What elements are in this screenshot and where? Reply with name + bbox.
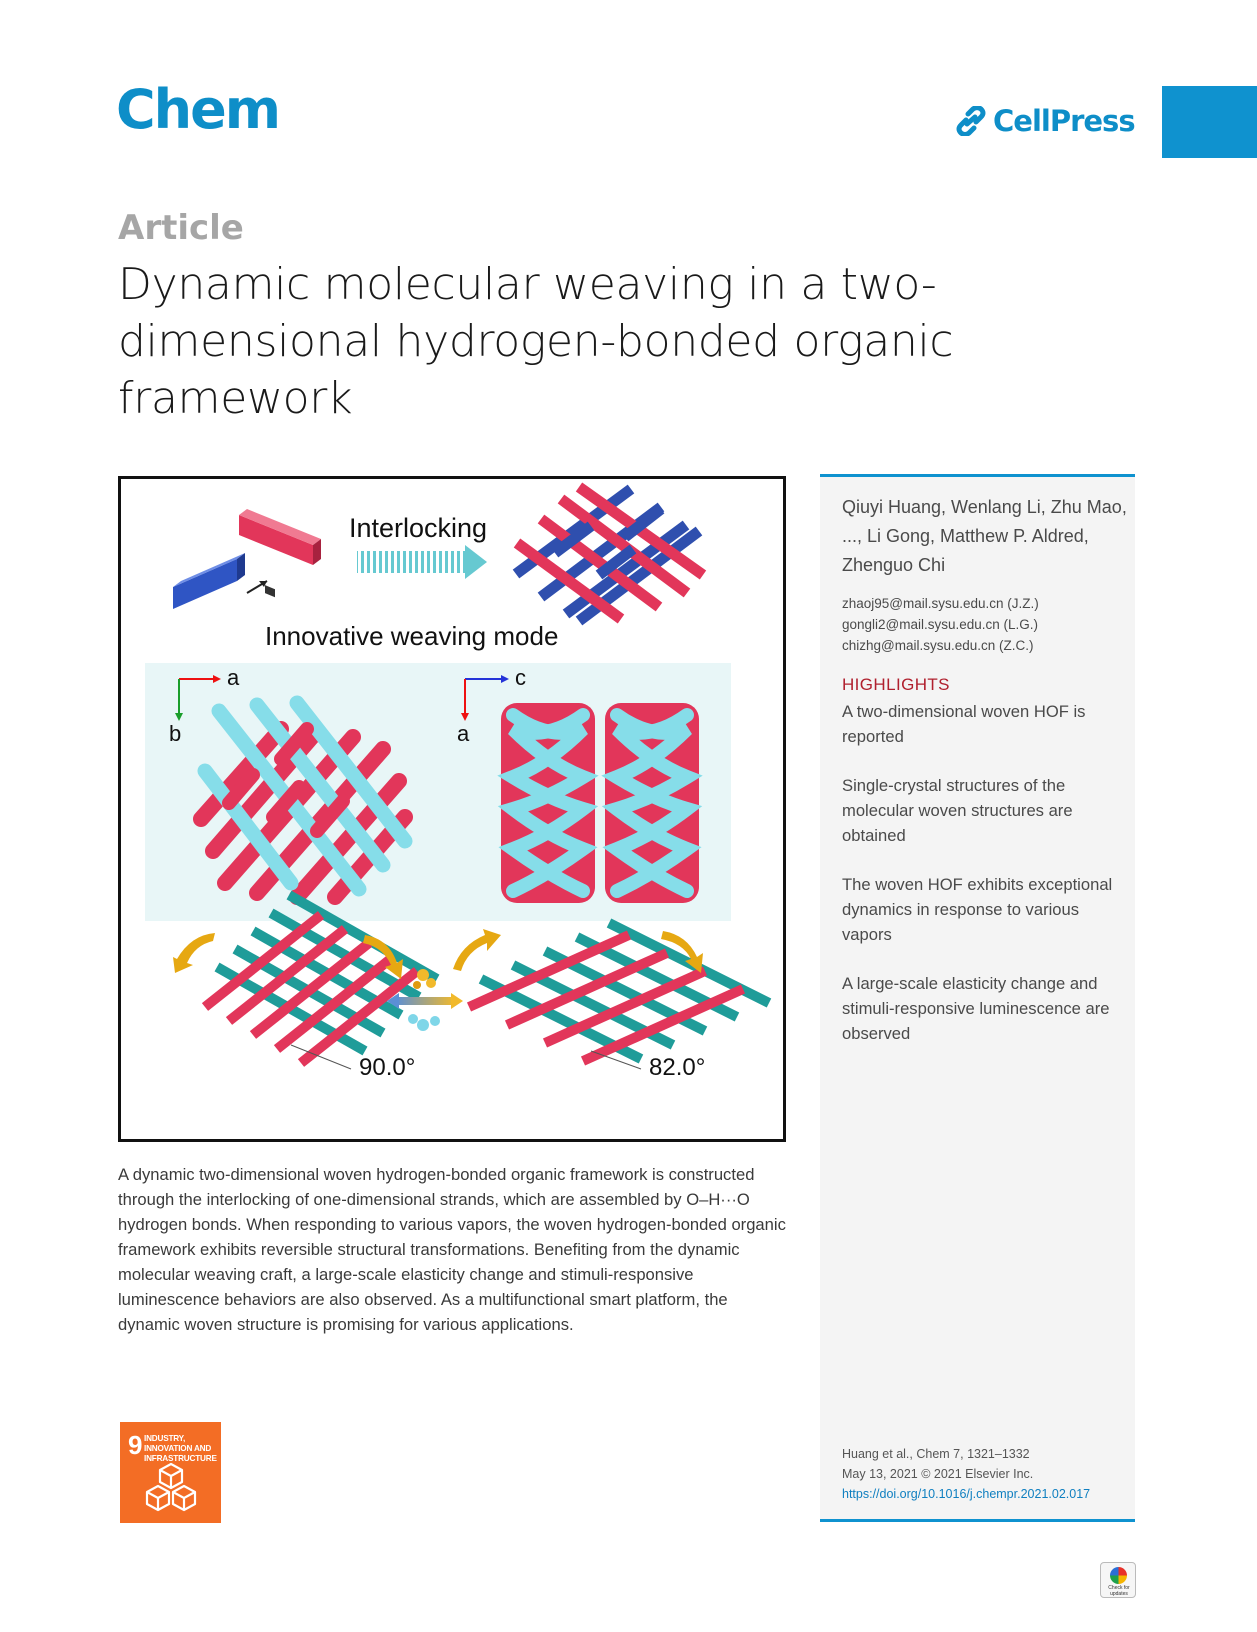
highlight-item: A large-scale elasticity change and stim… xyxy=(842,974,1110,1043)
interlocking-blocks-illustration xyxy=(173,509,321,609)
journal-logo: Chem xyxy=(116,78,281,141)
angle-label-left: 90.0° xyxy=(359,1054,415,1081)
label-weaving-mode: Innovative weaving mode xyxy=(265,621,558,651)
check-updates-label: Check for updates xyxy=(1108,1585,1130,1597)
author-list[interactable]: Qiuyi Huang, Wenlang Li, Zhu Mao, ..., L… xyxy=(842,497,1127,575)
highlight-item: A two-dimensional woven HOF is reported xyxy=(842,702,1086,746)
article-type: Article xyxy=(118,208,244,248)
abstract-text: A dynamic two-dimensional woven hydrogen… xyxy=(118,1165,786,1334)
svg-text:b: b xyxy=(169,721,181,746)
citation-date: May 13, 2021 © 2021 Elsevier Inc. xyxy=(842,1467,1034,1481)
side-panel: Qiuyi Huang, Wenlang Li, Zhu Mao, ..., L… xyxy=(820,474,1135,1522)
svg-text:a: a xyxy=(457,721,470,746)
angle-label-right: 82.0° xyxy=(649,1054,705,1081)
email-link[interactable]: zhaoj95@mail.sysu.edu.cn (J.Z.) xyxy=(842,596,1039,611)
email-link[interactable]: gongli2@mail.sysu.edu.cn (L.G.) xyxy=(842,617,1039,632)
molecular-packing-left xyxy=(193,695,413,905)
axis-indicator-left: a b xyxy=(169,665,240,746)
sdg-number: 9 xyxy=(128,1430,143,1460)
grid-illustration-left: 90.0° xyxy=(201,890,440,1081)
highlights-list: A two-dimensional woven HOF is reported … xyxy=(842,699,1132,1070)
deformation-arrows xyxy=(173,929,703,979)
interlocking-arrow xyxy=(357,545,487,579)
vapor-molecule-icon xyxy=(408,969,440,1031)
doi-link[interactable]: https://doi.org/10.1016/j.chempr.2021.02… xyxy=(842,1487,1091,1501)
citation-reference: Huang et al., Chem 7, 1321–1332 xyxy=(842,1447,1030,1461)
highlight-item: The woven HOF exhibits exceptional dynam… xyxy=(842,875,1113,944)
citation: Huang et al., Chem 7, 1321–1332 May 13, … xyxy=(842,1444,1090,1504)
reversible-arrow xyxy=(387,993,463,1009)
publisher-name: CellPress xyxy=(993,104,1136,138)
cellpress-link-icon xyxy=(956,106,986,136)
svg-text:a: a xyxy=(227,665,240,690)
sdg-label: INDUSTRY, INNOVATION AND INFRASTRUCTURE xyxy=(144,1434,217,1463)
label-interlocking: Interlocking xyxy=(349,513,487,543)
highlights-heading: HIGHLIGHTS xyxy=(842,675,950,694)
publisher-logo[interactable]: CellPress xyxy=(955,104,1136,138)
grid-illustration-right: 82.0° xyxy=(466,918,772,1081)
email-link[interactable]: chizhg@mail.sysu.edu.cn (Z.C.) xyxy=(842,638,1034,653)
highlight-item: Single-crystal structures of the molecul… xyxy=(842,776,1073,845)
sdg-badge: 9 INDUSTRY, INNOVATION AND INFRASTRUCTUR… xyxy=(120,1422,221,1523)
stacked-cubes-icon xyxy=(145,1462,197,1512)
molecular-packing-right xyxy=(497,703,703,903)
graphical-abstract: Interlocking I xyxy=(118,476,786,1142)
woven-lattice-illustration xyxy=(512,482,707,626)
email-list: zhaoj95@mail.sysu.edu.cn (J.Z.) gongli2@… xyxy=(842,593,1039,656)
axis-indicator-right: c a xyxy=(457,665,526,746)
check-updates-icon xyxy=(1110,1567,1127,1584)
graphical-abstract-figure: Interlocking I xyxy=(145,482,772,1081)
check-updates-button[interactable]: Check for updates xyxy=(1100,1562,1136,1598)
corner-tab xyxy=(1162,86,1257,158)
svg-text:c: c xyxy=(515,665,526,690)
article-title: Dynamic molecular weaving in a two-dimen… xyxy=(118,259,954,424)
